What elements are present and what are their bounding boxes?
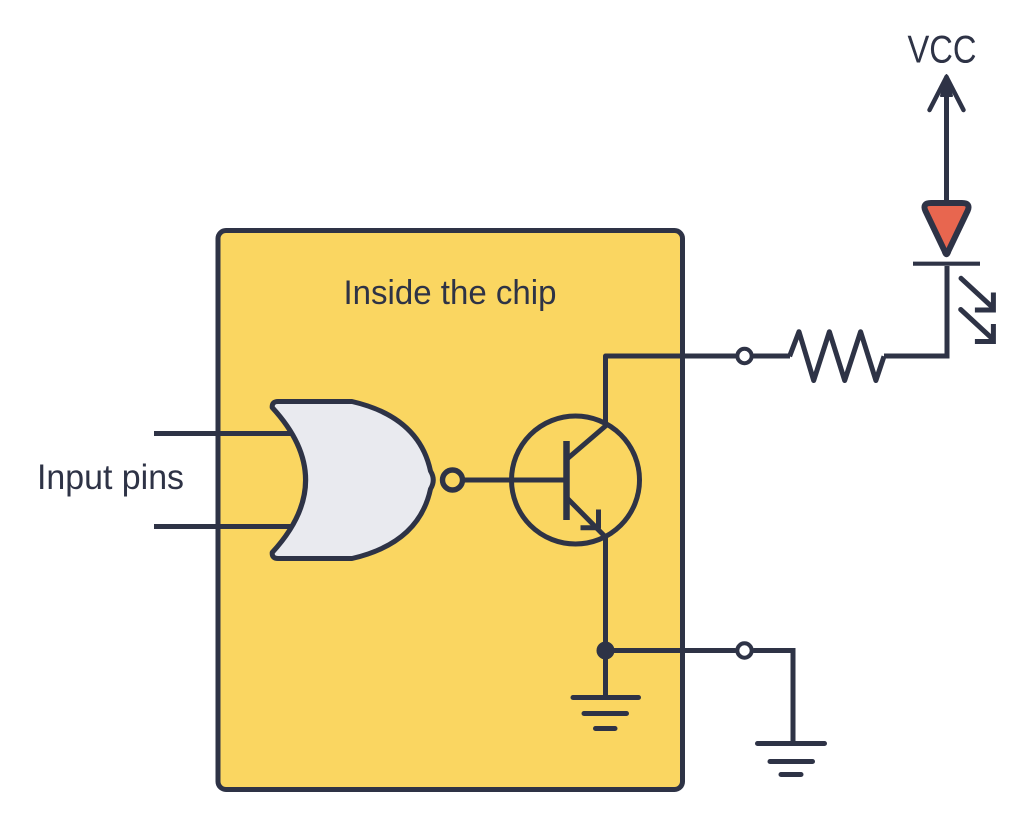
svg-text:Input pins: Input pins xyxy=(37,457,184,497)
svg-text:VCC: VCC xyxy=(908,29,977,72)
svg-text:Inside the chip: Inside the chip xyxy=(344,274,557,312)
